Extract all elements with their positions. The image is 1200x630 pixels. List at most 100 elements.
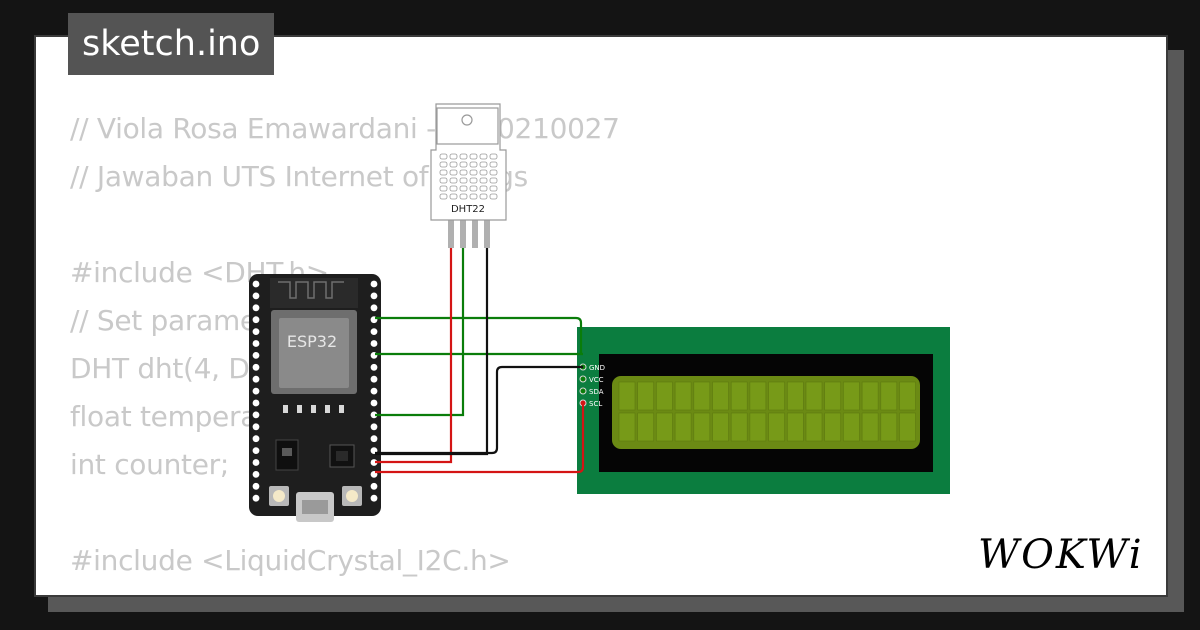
dht22-grille-hole — [439, 193, 448, 200]
esp32-pin — [252, 411, 260, 419]
dht22-grille-hole — [479, 177, 488, 184]
esp32-pin — [370, 482, 378, 490]
code-line: LiquidCrystal_I2C lcd(0x27, 16, 2); — [70, 585, 620, 595]
dht22-grille-hole — [489, 169, 498, 176]
dht22-grille-hole — [469, 185, 478, 192]
lcd-character-cell — [618, 412, 636, 442]
esp32-pin — [370, 328, 378, 335]
dht22-grille-hole — [449, 185, 458, 192]
lcd-character-cell — [786, 412, 804, 442]
dht22-grille-hole — [469, 169, 478, 176]
lcd-character-cell — [786, 381, 804, 411]
code-line: int counter; — [70, 448, 229, 481]
esp32-pin — [370, 387, 378, 395]
dht22-grille-hole — [449, 193, 458, 200]
dht22-grille-hole — [479, 185, 488, 192]
esp32-pin — [252, 363, 260, 371]
lcd-character-cell — [861, 412, 879, 442]
dht22-grille — [439, 153, 498, 200]
dht22-grille-hole — [439, 177, 448, 184]
dht22-label: DHT22 — [451, 204, 485, 215]
lcd-character-cell — [824, 381, 842, 411]
lcd-character-cell — [843, 412, 860, 442]
esp32-pin — [252, 423, 260, 431]
code-line: // Viola Rosa Emawardani - 1420210027 — [70, 112, 620, 145]
esp32-pin — [252, 316, 260, 324]
lcd-character-cell — [693, 412, 711, 442]
esp32-pin — [252, 328, 260, 335]
dht22-grille-hole — [439, 153, 448, 160]
wire-red-dht-vcc — [375, 248, 453, 464]
lcd-character-cell — [899, 381, 916, 411]
lcd-pin-vcc: VCC — [589, 376, 604, 384]
esp32-pin — [370, 340, 378, 347]
sketch-title-tab[interactable]: sketch.ino — [68, 13, 275, 75]
esp32-pin — [252, 387, 260, 395]
esp32-pin — [252, 435, 260, 443]
esp32-pin — [252, 399, 260, 407]
lcd-character-cell — [712, 381, 729, 411]
lcd-display[interactable]: GND VCC SDA SCL — [577, 327, 950, 494]
dht22-grille-hole — [449, 153, 458, 160]
lcd-character-cell — [899, 412, 916, 442]
wire-black-lcd-gnd — [375, 365, 583, 455]
dht22-grille-hole — [459, 161, 468, 168]
dht22-grille-hole — [449, 161, 458, 168]
esp32-board[interactable]: ESP32 — [249, 274, 381, 522]
esp32-pin — [370, 363, 378, 371]
esp32-pin — [370, 423, 378, 431]
lcd-pin-gnd: GND — [589, 364, 605, 372]
dht22-grille-hole — [479, 193, 488, 200]
dht22-grille-hole — [439, 185, 448, 192]
wire-green-scl — [375, 316, 583, 355]
dht22-sensor[interactable]: DHT22 — [430, 103, 507, 248]
lcd-character-cell — [768, 412, 785, 442]
esp32-pin — [370, 494, 378, 502]
esp32-pin — [370, 411, 378, 419]
dht22-grille-hole — [469, 177, 478, 184]
dht22-grille-hole — [489, 153, 498, 160]
lcd-pin-scl: SCL — [589, 400, 602, 408]
dht22-grille-hole — [439, 161, 448, 168]
lcd-character-cell — [637, 381, 655, 411]
esp32-pin — [252, 375, 260, 383]
esp32-pin — [370, 280, 378, 288]
wires — [375, 248, 585, 474]
esp32-pin — [252, 459, 260, 466]
lcd-character-cell — [880, 381, 898, 411]
lcd-character-cell — [880, 412, 898, 442]
lcd-character-cell — [768, 381, 785, 411]
lcd-character-cell — [824, 412, 842, 442]
esp32-pin — [370, 304, 378, 312]
lcd-character-cell — [749, 412, 767, 442]
lcd-character-cell — [712, 412, 729, 442]
lcd-character-cell — [618, 381, 636, 411]
dht22-grille-hole — [459, 185, 468, 192]
lcd-character-cell — [674, 412, 692, 442]
preview-card[interactable]: // Viola Rosa Emawardani - 1420210027 // … — [34, 35, 1168, 597]
dht22-grille-hole — [449, 169, 458, 176]
esp32-pin — [252, 304, 260, 312]
esp32-pin — [252, 447, 260, 454]
lcd-character-cell — [861, 381, 879, 411]
lcd-character-cell — [730, 381, 748, 411]
esp32-pin — [252, 494, 260, 502]
esp32-pin — [252, 292, 260, 300]
esp32-pin — [252, 340, 260, 347]
dht22-grille-hole — [469, 193, 478, 200]
esp32-pin — [252, 352, 260, 359]
esp32-pins — [252, 280, 378, 502]
esp32-pin — [252, 280, 260, 288]
code-line: #include <LiquidCrystal_I2C.h> — [70, 544, 511, 577]
wokwi-logo[interactable]: WOKWi — [976, 528, 1148, 576]
wire-red-lcd-vcc — [375, 403, 585, 474]
dht22-grille-hole — [449, 177, 458, 184]
lcd-character-cells — [618, 381, 916, 442]
lcd-character-cell — [730, 412, 748, 442]
lcd-character-cell — [637, 412, 655, 442]
code-line: // Jawaban UTS Internet of Things — [70, 160, 528, 193]
dht22-grille-hole — [439, 169, 448, 176]
esp32-pin — [370, 459, 378, 466]
dht22-grille-hole — [469, 161, 478, 168]
